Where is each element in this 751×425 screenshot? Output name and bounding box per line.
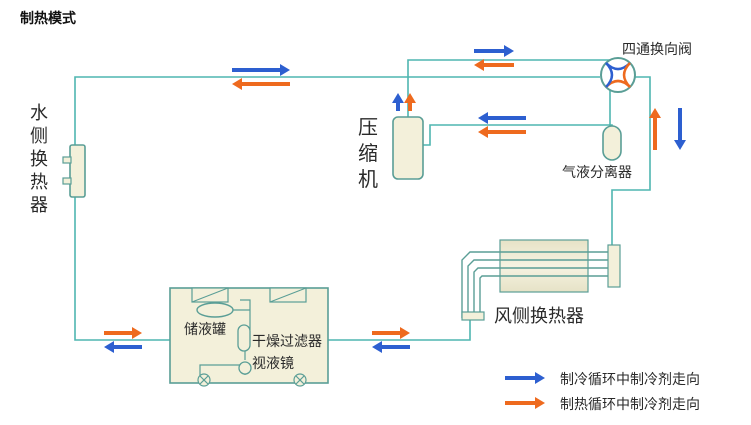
water-hx-label-char: 侧 — [30, 126, 48, 147]
receiver-label: 储液罐 — [184, 322, 226, 338]
four-way-valve-left-blue — [605, 62, 614, 88]
cooling-arrow-suction — [478, 112, 526, 124]
pipe-discharge — [407, 59, 618, 118]
pipe-suction — [422, 124, 613, 146]
component-labels: 水 侧 换 热 器 压 缩 机 四通换向阀 气液分离器 风侧换热器 储液罐 干燥… — [30, 41, 692, 372]
compressor — [392, 116, 424, 180]
water-hx-label-char: 换 — [30, 149, 48, 170]
water-hx-port-bottom — [62, 177, 72, 185]
air-hx-fins — [499, 239, 589, 293]
pipe-valve-airhx — [611, 76, 651, 245]
separator-label: 气液分离器 — [562, 164, 632, 181]
air-hx-label: 风侧换热器 — [494, 306, 584, 327]
four-way-valve — [600, 57, 636, 93]
refrigerant-pipes — [74, 59, 651, 341]
legend-heating-label: 制热循环中制冷剂走向 — [560, 397, 700, 413]
legend-heating-arrow — [505, 397, 545, 409]
cooling-arrow-valve-side — [674, 108, 686, 150]
gas-liquid-separator — [602, 125, 622, 161]
unit-internal-piping — [199, 299, 251, 380]
air-hx-header — [607, 244, 621, 288]
valve-right-icon — [293, 373, 307, 387]
water-hx-port-top — [62, 156, 72, 164]
pipe-left-loop — [74, 76, 600, 155]
unit-top-box-right-diag — [269, 287, 307, 303]
water-side-heat-exchanger — [62, 144, 86, 198]
cooling-arrow-bottom-right — [372, 341, 410, 353]
air-hx-tubes — [461, 251, 608, 318]
legend-cooling-arrow — [505, 372, 545, 384]
receiver-tank — [196, 302, 234, 318]
cooling-arrow-top-left — [232, 64, 290, 76]
heating-arrow-top-right — [474, 59, 514, 71]
receiver-filter-unit — [169, 287, 329, 387]
cooling-arrow-top-right — [474, 45, 514, 57]
four-way-valve-right-orange — [622, 62, 631, 88]
cooling-arrow-bottom-left — [104, 341, 142, 353]
sight-glass-label: 视液镜 — [252, 356, 294, 372]
compressor-body — [392, 116, 424, 180]
water-hx-label-char: 热 — [30, 172, 48, 193]
water-hx-label-char: 水 — [30, 103, 48, 124]
compressor-label-char: 机 — [358, 167, 378, 191]
legend-cooling-label: 制冷循环中制冷剂走向 — [560, 372, 700, 388]
water-hx-body — [69, 144, 86, 198]
heating-arrow-top-left — [232, 78, 290, 90]
separator-body — [602, 125, 622, 161]
four-way-valve-label: 四通换向阀 — [622, 41, 692, 58]
unit-top-box-left-diag — [191, 287, 229, 303]
heating-arrow-compressor-up — [404, 93, 416, 111]
water-hx-label-char: 器 — [30, 195, 48, 216]
page-title: 制热模式 — [20, 11, 76, 27]
heating-arrow-bottom-left — [104, 327, 142, 339]
pipe-left-down — [74, 195, 170, 341]
water-hx-label: 水 侧 换 热 器 — [30, 103, 48, 216]
compressor-label: 压 缩 机 — [358, 115, 378, 191]
heating-arrow-bottom-right — [372, 327, 410, 339]
sight-glass — [238, 361, 252, 375]
air-hx-distributor — [461, 311, 485, 321]
drier-filter-label: 干燥过滤器 — [252, 334, 322, 350]
legend: 制冷循环中制冷剂走向 制热循环中制冷剂走向 — [560, 372, 700, 413]
compressor-label-char: 压 — [358, 115, 378, 139]
heating-arrow-valve-side — [649, 108, 661, 150]
heating-arrow-suction — [478, 126, 526, 138]
drier-filter — [237, 324, 251, 352]
cooling-arrow-compressor-up — [392, 93, 404, 111]
compressor-label-char: 缩 — [358, 141, 378, 165]
pipe-airhx-bottom — [328, 318, 471, 341]
air-side-heat-exchanger — [461, 239, 621, 321]
valve-left-icon — [197, 373, 211, 387]
flow-arrows — [104, 45, 686, 409]
